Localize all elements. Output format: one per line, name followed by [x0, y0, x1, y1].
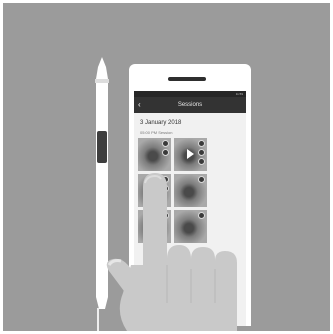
illustration-scene: 11:59 ‹ Sessions 3 January 2018 05:00 PM…	[3, 3, 330, 331]
date-heading: 3 January 2018	[134, 113, 246, 128]
session-thumbnail[interactable]	[138, 138, 171, 171]
page-title: Sessions	[134, 97, 246, 113]
phone-speaker	[168, 77, 206, 81]
session-thumbnail[interactable]	[174, 138, 207, 171]
status-badge	[198, 158, 205, 165]
probe-button	[97, 131, 107, 163]
app-header: ‹ Sessions	[134, 97, 246, 113]
status-badge	[198, 149, 205, 156]
hand-illustration	[103, 173, 253, 331]
status-badge	[198, 140, 205, 147]
status-badge	[162, 149, 169, 156]
play-icon[interactable]	[187, 149, 194, 159]
status-badge	[162, 140, 169, 147]
session-label: 05:00 PM Session	[134, 128, 246, 136]
